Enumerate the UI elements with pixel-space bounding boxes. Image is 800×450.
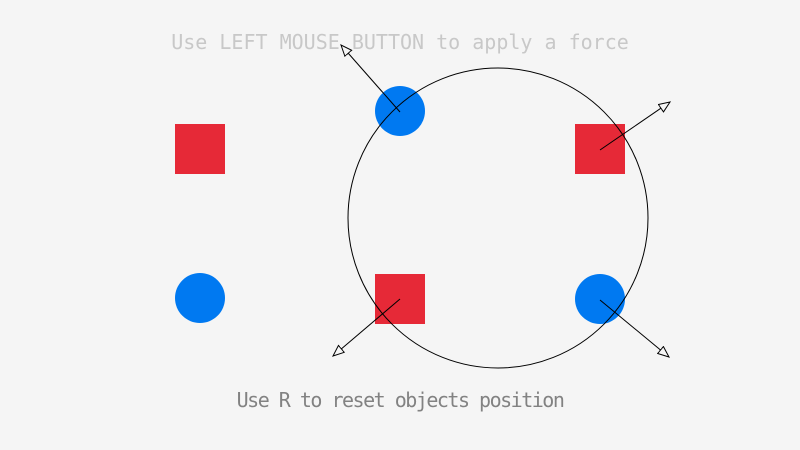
instruction-reset: Use R to reset objects position: [236, 388, 565, 412]
force-arrow: [599, 108, 661, 151]
physics-body-red-box-right[interactable]: [575, 124, 625, 174]
physics-body-blue-ball-bottom-right[interactable]: [575, 274, 625, 324]
bodies-layer: [175, 86, 625, 324]
boundary-circle: [347, 67, 649, 369]
instruction-apply-force: Use LEFT MOUSE BUTTON to apply a force: [171, 30, 629, 54]
arrows-layer: [341, 53, 661, 350]
force-arrow: [348, 53, 401, 113]
boundary-layer: [347, 67, 649, 369]
force-arrow: [599, 299, 661, 350]
physics-body-red-box-left[interactable]: [175, 124, 225, 174]
physics-body-blue-ball-bottom-left[interactable]: [175, 273, 225, 323]
physics-body-blue-ball-top[interactable]: [375, 86, 425, 136]
force-arrow: [341, 298, 401, 349]
